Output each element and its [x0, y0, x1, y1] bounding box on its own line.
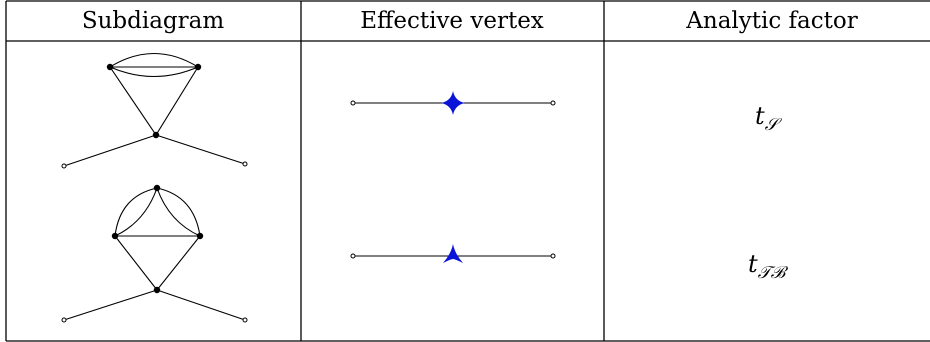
tetra-right-leg: [156, 235, 201, 291]
sunset-left-leg: [109, 66, 157, 136]
external-point: [350, 100, 356, 106]
sunset-subdiagram: [61, 52, 248, 169]
vertex-dot: [106, 63, 114, 71]
tetrahedral-bubble-subdiagram: [61, 184, 248, 323]
vertex-dot: [152, 131, 160, 139]
vertex-dot: [153, 184, 161, 192]
header-subdiagram: Subdiagram: [82, 8, 225, 34]
header-analytic-factor: Analytic factor: [685, 8, 857, 34]
analytic-factor-row-2: t𝒯ℬ: [748, 250, 789, 283]
external-point: [242, 317, 248, 323]
tetra-inner-arc-right: [156, 187, 201, 237]
three-point-star-icon: [443, 244, 463, 263]
tetra-outer-arc-right: [156, 187, 201, 237]
external-point: [61, 317, 67, 323]
sunset-external-left: [63, 134, 157, 167]
external-point: [61, 163, 67, 169]
vertex-dot: [111, 232, 119, 240]
external-point: [350, 253, 356, 259]
header-effective-vertex: Effective vertex: [360, 8, 544, 34]
external-point: [242, 161, 248, 167]
vertex-dot: [196, 232, 204, 240]
tetra-left-leg: [114, 235, 158, 291]
external-point: [550, 253, 556, 259]
sunset-arc-upper: [109, 52, 199, 68]
tetra-external-left: [63, 289, 158, 321]
sunset-right-leg: [155, 66, 199, 136]
analytic-factor-row-1: t𝒮: [755, 102, 783, 135]
four-point-star-icon: [441, 91, 465, 115]
tetra-outer-arc-left: [114, 187, 158, 237]
tetra-external-right: [156, 289, 246, 321]
effective-vertex-row-2: [350, 244, 556, 263]
sunset-arc-lower: [109, 66, 199, 78]
tetra-inner-arc-left: [114, 187, 158, 237]
external-point: [550, 100, 556, 106]
vertex-dot: [153, 286, 161, 294]
sunset-external-right: [155, 134, 246, 165]
vertex-dot: [194, 63, 202, 71]
effective-vertex-row-1: [350, 91, 556, 115]
